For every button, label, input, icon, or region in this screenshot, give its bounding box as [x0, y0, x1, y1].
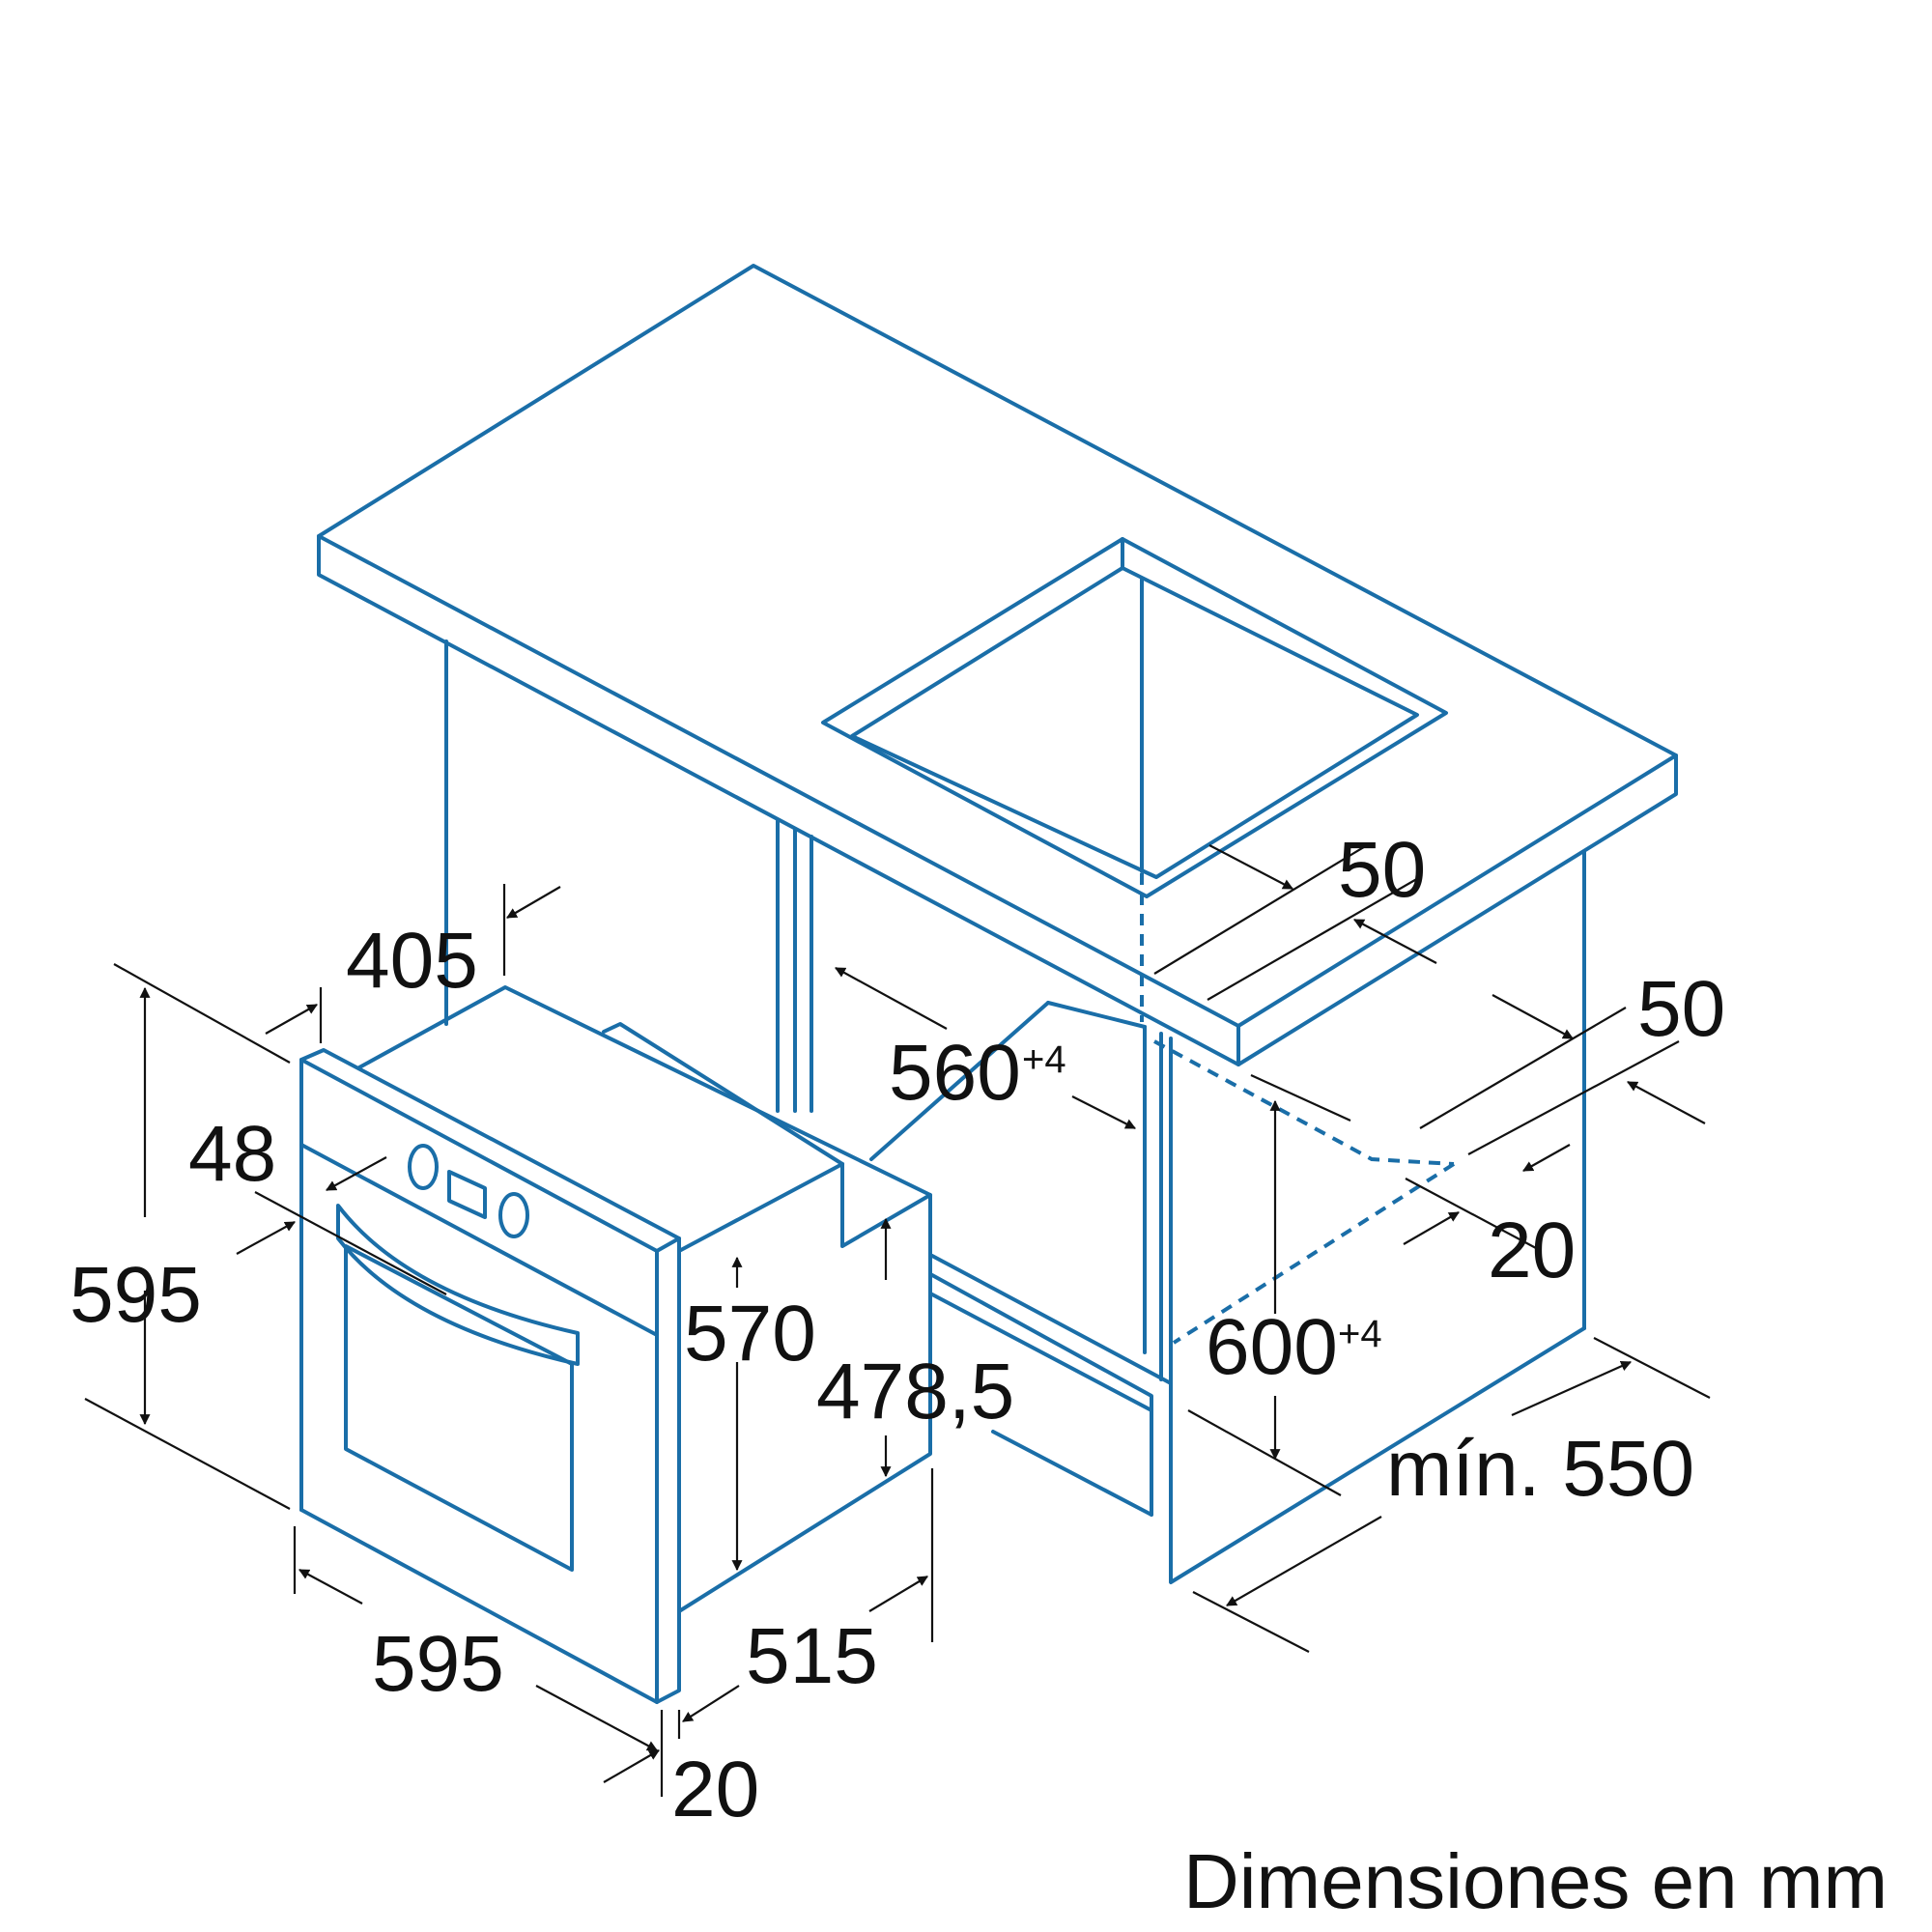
label-600: 600	[1206, 1303, 1338, 1391]
label-560-tolerance: +4	[1022, 1038, 1066, 1081]
door-window	[344, 1244, 574, 1572]
label-560: 560	[889, 1029, 1021, 1117]
label-50-top: 50	[1338, 826, 1426, 914]
dimension-labels: 405 595 48 595 20 570 478,5 515 560 +4 6…	[70, 826, 1888, 1924]
knob-left-icon	[408, 1144, 439, 1190]
dimension-lines	[84, 844, 1711, 1797]
label-50-side: 50	[1637, 965, 1725, 1053]
cabinet	[444, 639, 1586, 1584]
label-515: 515	[746, 1612, 878, 1700]
label-20-front: 20	[671, 1746, 759, 1833]
label-48: 48	[188, 1110, 276, 1198]
oven	[299, 985, 932, 1704]
worktop	[317, 264, 1678, 1066]
door-handle	[336, 1204, 580, 1366]
label-595-height: 595	[70, 1251, 202, 1339]
worktop-cutout	[821, 537, 1448, 1022]
label-min-550: mín. 550	[1386, 1425, 1694, 1513]
caption: Dimensiones en mm	[1183, 1838, 1888, 1924]
label-478-5: 478,5	[816, 1348, 1014, 1435]
knob-right-icon	[498, 1192, 529, 1238]
label-20-rear: 20	[1488, 1207, 1576, 1294]
label-570: 570	[684, 1290, 816, 1378]
display-icon	[447, 1170, 487, 1219]
label-595-width: 595	[372, 1620, 504, 1708]
label-405: 405	[346, 917, 478, 1005]
label-600-tolerance: +4	[1338, 1313, 1382, 1355]
